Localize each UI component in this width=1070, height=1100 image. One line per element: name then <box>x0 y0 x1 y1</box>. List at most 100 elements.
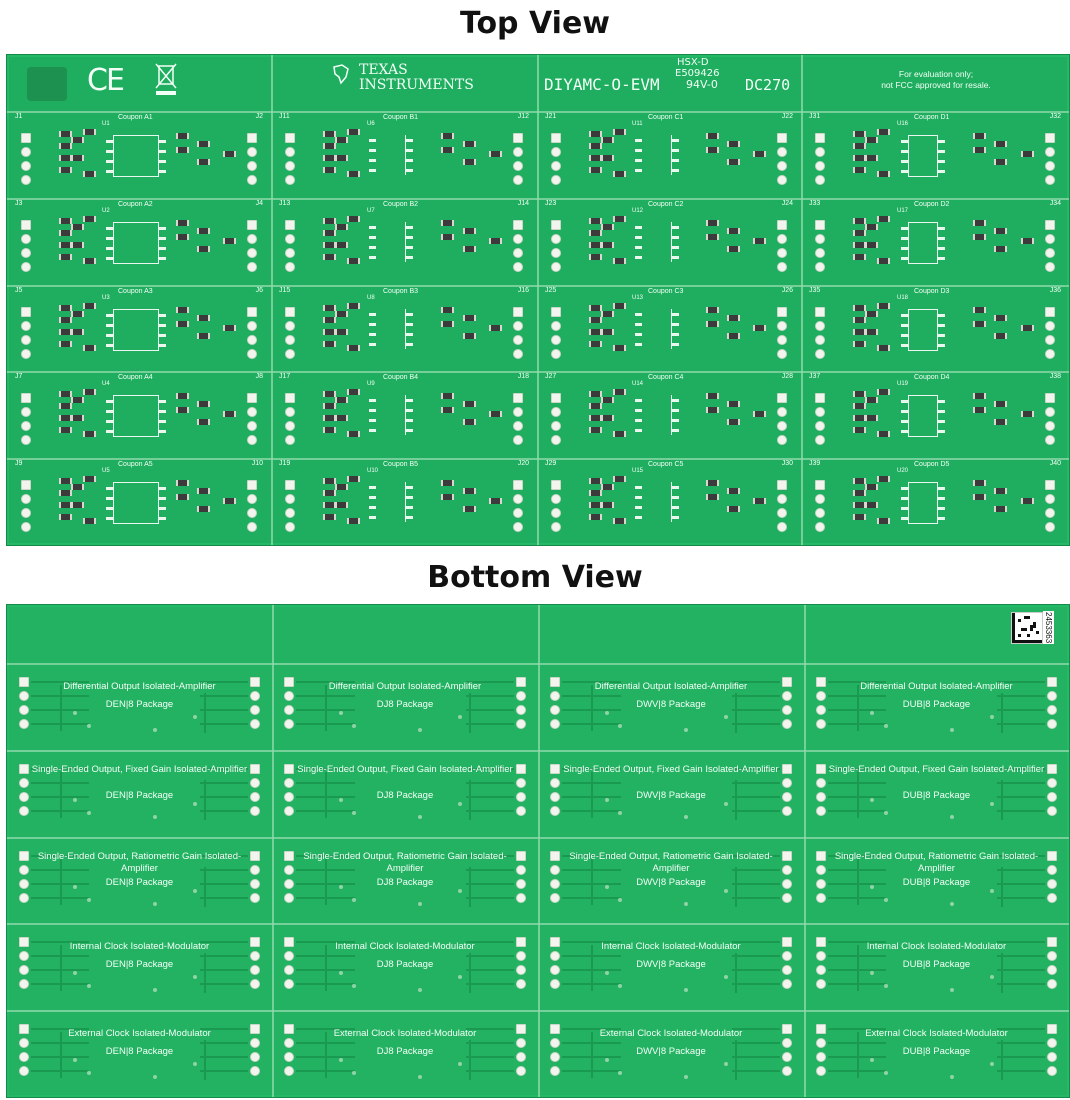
ic-lead <box>406 169 413 172</box>
pcb-via <box>153 988 157 993</box>
board-header-row: CE Texas Instruments HSX-D E509426 DIYAM… <box>7 55 1069 111</box>
smd-component <box>71 137 84 143</box>
package-label: DUB|8 Package <box>902 876 971 888</box>
pcb-via <box>870 711 874 715</box>
smd-component <box>589 304 602 311</box>
smd-component <box>176 494 189 501</box>
header-pad-left <box>550 719 560 729</box>
ic-lead <box>159 430 166 434</box>
smd-component <box>1021 498 1034 505</box>
ic-lead <box>106 430 113 434</box>
ic-lead <box>159 170 166 173</box>
pcb-trace <box>204 693 206 733</box>
connector-left-label: J5 <box>15 286 23 294</box>
ic-footprint <box>635 395 679 436</box>
pcb-trace <box>1001 1040 1003 1081</box>
pcb-trace <box>591 945 593 992</box>
ic-lead <box>938 420 945 424</box>
header-pad-left <box>284 1038 294 1049</box>
weee-bin-icon <box>155 63 177 95</box>
header-pad-right <box>777 320 787 331</box>
smd-component <box>323 490 336 497</box>
coupon-label: Coupon C4 <box>648 374 684 382</box>
fcc-note-line2: not FCC approved for resale. <box>881 80 991 90</box>
pcb-trace <box>469 1040 471 1081</box>
pcb-trace <box>466 882 514 885</box>
pcb-trace <box>1001 953 1003 994</box>
header-pad-left <box>550 850 560 861</box>
pcb-trace <box>200 709 248 711</box>
smd-component <box>706 480 719 487</box>
smd-component <box>727 141 740 147</box>
header-pad-left <box>815 435 825 446</box>
ic-lead <box>406 419 413 423</box>
header-pad-right <box>1045 407 1055 418</box>
header-pad-right <box>516 805 526 816</box>
smd-component <box>323 340 336 347</box>
ic-lead <box>159 323 166 327</box>
smd-component <box>853 403 866 410</box>
ic-footprint <box>369 308 413 349</box>
column-divider <box>272 605 274 1097</box>
ic-lead <box>106 170 113 173</box>
header-pad-right <box>1047 777 1057 788</box>
smd-component <box>706 407 719 414</box>
header-pad-right <box>247 494 257 505</box>
smd-component <box>463 332 476 339</box>
ic-lead <box>635 332 642 336</box>
ic-lead <box>369 312 376 316</box>
pcb-trace <box>732 983 780 986</box>
ic-reference-label: U8 <box>367 294 375 301</box>
ic-lead <box>672 235 679 239</box>
ic-lead <box>406 409 413 413</box>
header-pad-right <box>250 892 260 903</box>
pcb-via <box>605 971 609 976</box>
bottom-coupon-cell: Single-Ended Output, Ratiometric Gain Is… <box>7 837 272 924</box>
pcb-via <box>458 801 462 806</box>
header-pad-right <box>247 147 257 157</box>
header-pad-right <box>1045 219 1055 230</box>
ic-lead <box>369 399 376 403</box>
smd-component <box>865 241 878 248</box>
header-pad-left <box>19 979 29 990</box>
ic-lead <box>938 410 945 414</box>
header-pad-left <box>284 878 294 889</box>
pcb-via <box>73 711 77 715</box>
header-pad-left <box>551 233 561 244</box>
smd-component <box>441 219 454 226</box>
smd-component <box>877 171 890 177</box>
smd-component <box>59 316 72 323</box>
coupon-description: Single-Ended Output, Fixed Gain Isolated… <box>563 763 779 775</box>
smd-component <box>865 397 878 404</box>
ic-lead <box>901 140 908 143</box>
header-pad-right <box>513 494 523 505</box>
ic-footprint <box>635 221 679 262</box>
ic-lead <box>369 159 376 162</box>
ic-lead <box>406 149 413 152</box>
header-pad-left <box>816 763 826 774</box>
header-pad-right <box>777 435 787 446</box>
connector-right-label: J22 <box>781 113 793 120</box>
header-pad-right <box>777 522 787 533</box>
row-divider <box>7 923 1069 926</box>
smd-component <box>441 407 454 414</box>
smd-component <box>197 332 210 339</box>
header-pad-left <box>21 306 31 317</box>
smd-component <box>865 415 878 422</box>
bottom-coupon-cell: Single-Ended Output, Ratiometric Gain Is… <box>804 837 1069 924</box>
header-pad-left <box>284 951 294 962</box>
pcb-trace <box>466 1056 514 1059</box>
smd-component <box>323 514 336 521</box>
connector-right-label: J14 <box>517 199 529 207</box>
header-pad-left <box>550 1024 560 1035</box>
pcb-trace <box>466 1070 514 1073</box>
pcb-trace <box>828 941 887 944</box>
ic-footprint <box>635 482 679 523</box>
pcb-trace <box>200 955 248 958</box>
ic-lead <box>406 399 413 403</box>
header-pad-right <box>247 421 257 432</box>
pcb-via <box>418 814 422 819</box>
